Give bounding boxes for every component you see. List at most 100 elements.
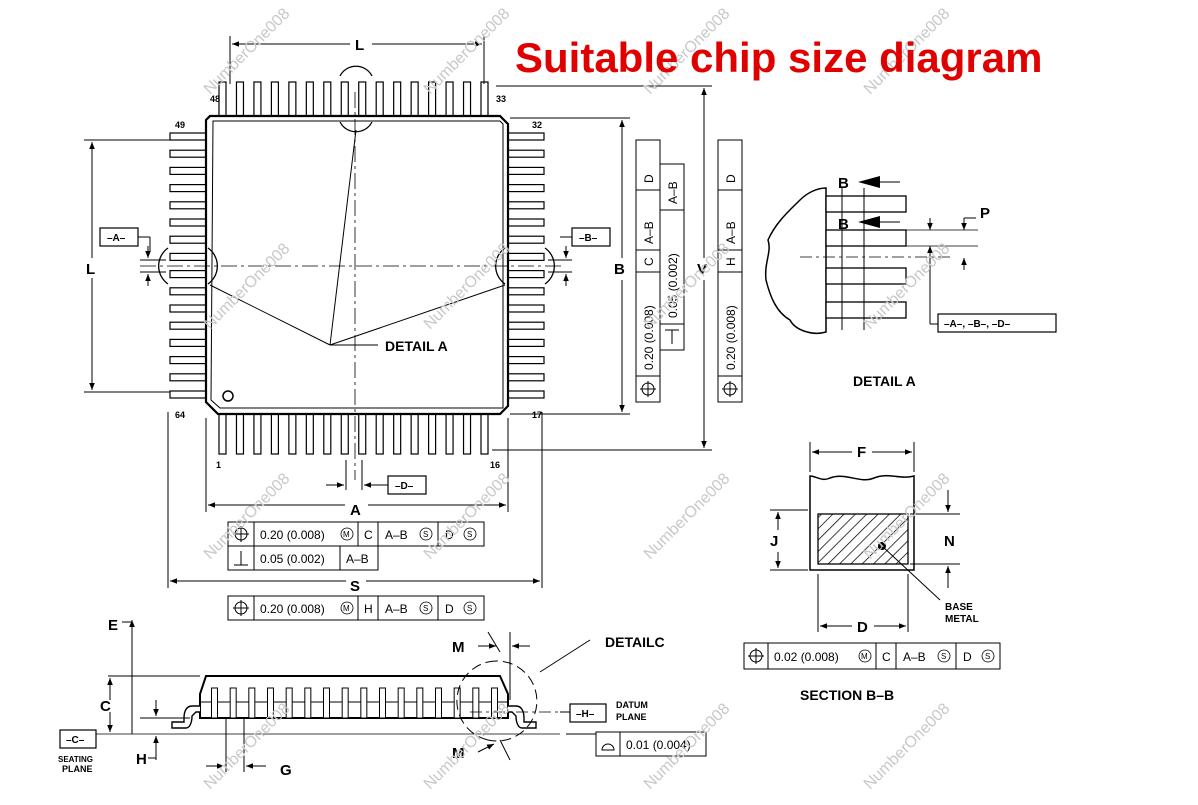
pin-bottom: [375, 413, 384, 455]
dim-d: D: [857, 619, 868, 636]
pin-top: [375, 81, 384, 117]
pin-right: [507, 304, 545, 313]
side-lead: [285, 687, 293, 719]
pin-left: [169, 304, 207, 313]
detail-a-view: B B P –A–, –B–, –D– DETAIL A: [764, 175, 1057, 389]
svg-text:A–B: A–B: [346, 552, 369, 566]
pin-right: [507, 201, 545, 210]
datum-b-tag: –B–: [579, 233, 598, 244]
detail-c-callout: DETAILC: [605, 634, 665, 650]
dim-l-top: L: [355, 37, 364, 54]
svg-text:D: D: [642, 174, 656, 183]
pin-bottom: [428, 413, 437, 455]
side-lead: [472, 687, 480, 719]
svg-text:A–B: A–B: [724, 221, 738, 244]
svg-text:0.02 (0.008): 0.02 (0.008): [774, 650, 839, 664]
seating-plane-label-2: PLANE: [62, 764, 93, 774]
svg-text:S: S: [467, 530, 472, 539]
side-lead: [211, 687, 218, 719]
svg-text:H: H: [364, 602, 373, 616]
pin-bottom: [253, 413, 262, 455]
pin-left: [169, 287, 207, 296]
svg-text:H: H: [724, 257, 738, 266]
pin-64-label: 64: [175, 410, 185, 420]
section-bb-title: SECTION B–B: [800, 687, 894, 703]
pin-bottom: [445, 413, 454, 455]
dim-c: C: [100, 698, 111, 715]
pin-bottom: [462, 413, 472, 455]
svg-text:D: D: [963, 650, 972, 664]
svg-text:M: M: [343, 604, 350, 613]
pin-16-label: 16: [490, 460, 500, 470]
pin-33-label: 33: [496, 94, 506, 104]
fcf-section: 0.02 (0.008) M C A–B S D S: [743, 642, 1001, 670]
pin-right: [507, 390, 545, 399]
fcf-vertical-v: 0.20 (0.008) H A–B D: [717, 139, 743, 403]
svg-text:C: C: [882, 650, 891, 664]
section-arrow-b1: B: [838, 175, 849, 192]
pin-top: [393, 81, 402, 117]
pin-right: [507, 287, 545, 296]
pin-left: [169, 218, 207, 227]
svg-text:D: D: [724, 174, 738, 183]
svg-text:0.01 (0.004): 0.01 (0.004): [626, 738, 691, 752]
fcf-position-c: 0.20 (0.008) M C A–B S D S: [227, 521, 485, 547]
pin-top: [270, 81, 279, 117]
pin-32-label: 32: [532, 120, 542, 130]
svg-text:A–B: A–B: [666, 181, 680, 204]
svg-text:S: S: [423, 530, 428, 539]
svg-text:S: S: [941, 652, 946, 661]
pin-49-label: 49: [175, 120, 185, 130]
pin-left: [169, 132, 207, 141]
dim-v: V: [697, 261, 707, 278]
pin-bottom: [410, 413, 419, 455]
detail-a-callout: DETAIL A: [385, 338, 448, 354]
pin-left: [169, 270, 207, 279]
page-title: Suitable chip size diagram: [515, 34, 1042, 81]
svg-text:0.20 (0.008): 0.20 (0.008): [260, 602, 325, 616]
svg-text:0.05 (0.002): 0.05 (0.002): [666, 253, 680, 318]
pin-bottom: [323, 413, 332, 455]
datum-a-tag: –A–: [107, 233, 126, 244]
pin1-marker: [222, 390, 234, 402]
watermark-text: NumberOne008: [201, 5, 294, 98]
pin-top: [323, 81, 332, 117]
pin-top: [288, 81, 297, 117]
pin-right: [507, 235, 545, 244]
svg-text:D: D: [445, 602, 454, 616]
pin-right: [507, 184, 545, 193]
side-lead: [491, 687, 498, 719]
side-lead: [229, 687, 237, 719]
svg-text:A–B: A–B: [642, 221, 656, 244]
pin-bottom: [393, 413, 402, 455]
base-metal-label-1: BASE: [945, 602, 973, 613]
fcf-position-h: 0.20 (0.008) M H A–B S D S: [227, 595, 485, 621]
pin-right: [507, 321, 545, 330]
section-bb-view: BASE METAL F J N D: [743, 442, 1001, 703]
pin-top: [253, 81, 262, 117]
pin-left: [169, 390, 207, 399]
dim-m-top: M: [452, 639, 465, 656]
svg-text:C: C: [364, 528, 373, 542]
fcf-flatness: 0.01 (0.004): [595, 731, 707, 757]
side-lead: [341, 687, 349, 719]
pin-top: [445, 81, 454, 117]
svg-text:A–B: A–B: [903, 650, 926, 664]
svg-text:M: M: [861, 652, 868, 661]
datum-plane-label-1: DATUM: [616, 700, 648, 710]
right-pin-column: [507, 132, 545, 399]
package-body: [204, 114, 510, 416]
watermark-text: NumberOne008: [421, 470, 514, 563]
pin-17-label: 17: [532, 410, 542, 420]
pin-1-label: 1: [216, 460, 221, 470]
svg-text:S: S: [985, 652, 990, 661]
svg-text:S: S: [423, 604, 428, 613]
section-arrow-b2: B: [838, 216, 849, 233]
dim-l-left: L: [86, 261, 95, 278]
datum-plane-label-2: PLANE: [616, 712, 647, 722]
svg-text:C: C: [642, 257, 656, 266]
pin-left: [169, 338, 207, 347]
dim-g: G: [280, 762, 292, 779]
top-pin-row: [218, 81, 489, 117]
